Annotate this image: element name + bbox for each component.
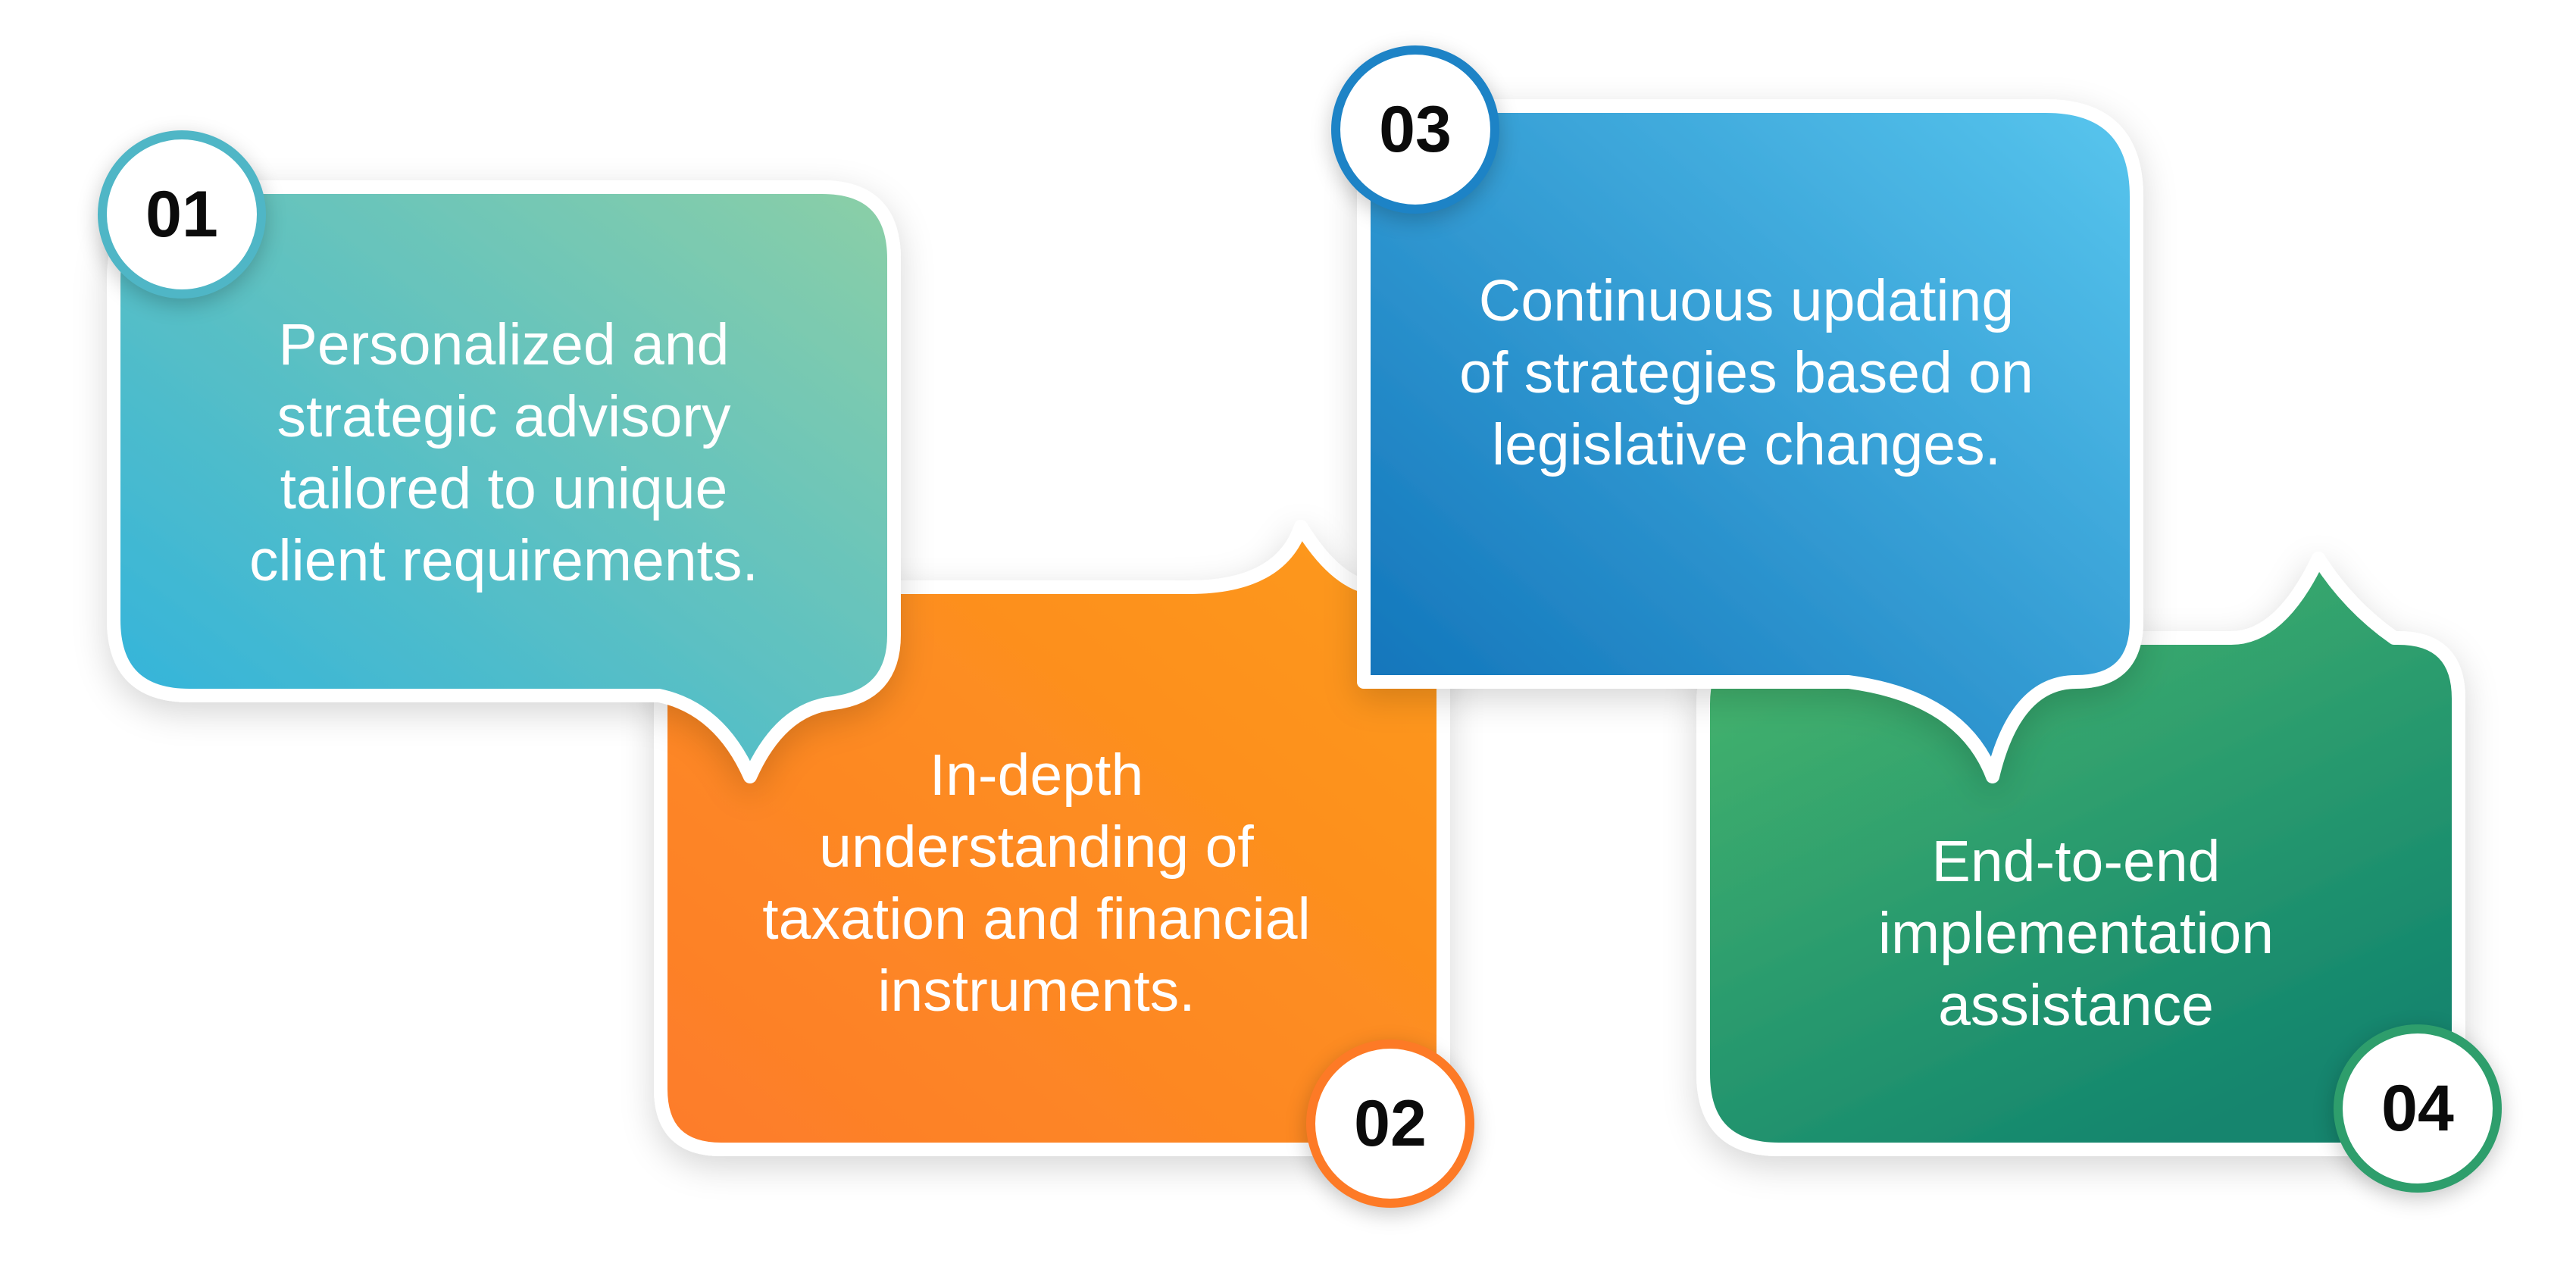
badge-03: 03	[1331, 45, 1499, 214]
card-03-line-3: legislative changes.	[1491, 412, 2002, 477]
badge-01: 01	[98, 130, 266, 299]
card-01-line-3: tailored to unique	[280, 456, 728, 521]
card-02-line-2: understanding of	[819, 815, 1254, 880]
card-01-text: Personalized and strategic advisory tail…	[125, 309, 883, 597]
card-04-bubble	[1696, 552, 2465, 1156]
card-02-text: In-depth understanding of taxation and f…	[658, 739, 1415, 1027]
card-03-line-1: Continuous updating	[1478, 268, 2015, 333]
card-04-text: End-to-end implementation assistance	[1697, 826, 2455, 1042]
badge-03-number: 03	[1379, 92, 1452, 166]
card-02-line-1: In-depth	[929, 743, 1144, 808]
card-04-line-2: implementation	[1877, 901, 2274, 966]
card-03-line-2: of strategies based on	[1459, 340, 2034, 405]
badge-02: 02	[1306, 1040, 1474, 1208]
card-03-text: Continuous updating of strategies based …	[1368, 265, 2125, 481]
card-04-line-1: End-to-end	[1931, 829, 2221, 894]
card-01-bubble	[107, 180, 901, 783]
badge-04: 04	[2334, 1024, 2502, 1193]
card-01-line-1: Personalized and	[278, 312, 730, 377]
card-01-line-2: strategic advisory	[277, 384, 731, 449]
card-01-line-4: client requirements.	[249, 528, 758, 593]
card-02-line-3: taxation and financial	[762, 886, 1311, 952]
badge-02-number: 02	[1354, 1087, 1427, 1160]
card-02-line-4: instruments.	[877, 958, 1196, 1024]
card-04-line-3: assistance	[1938, 973, 2214, 1038]
badge-01-number: 01	[145, 177, 218, 251]
badge-04-number: 04	[2381, 1071, 2454, 1145]
